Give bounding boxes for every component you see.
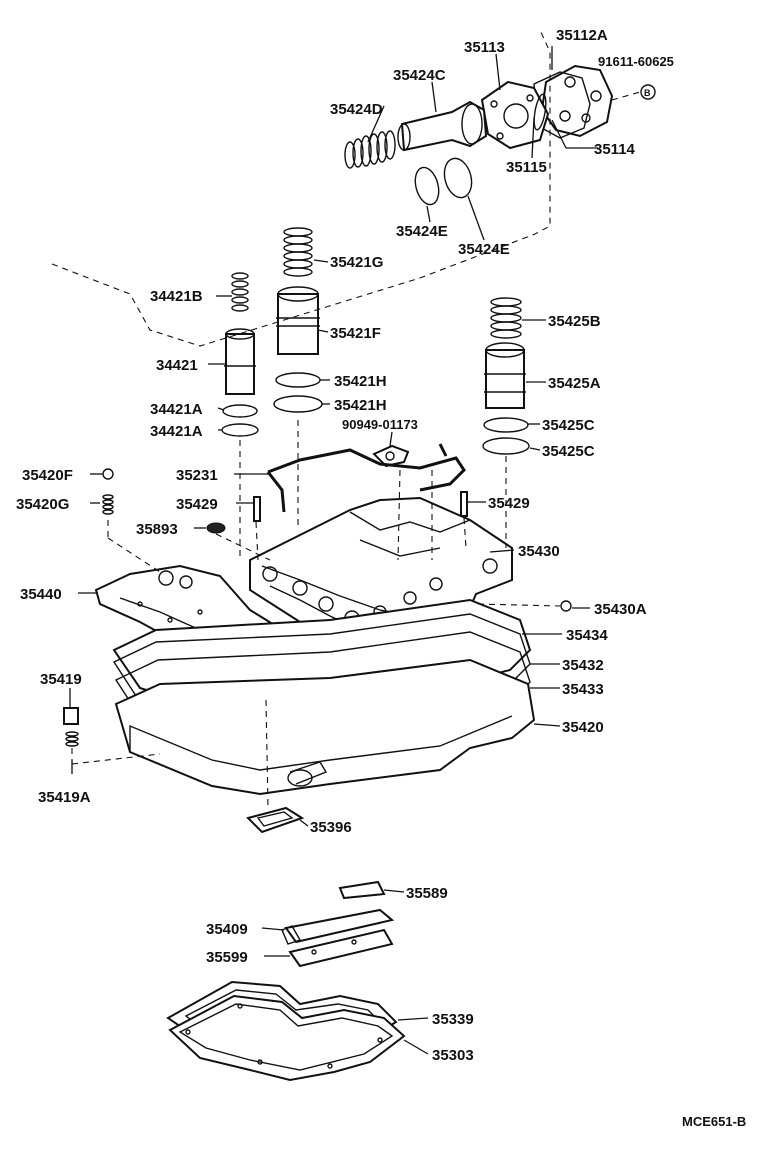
o-ring-35424E-b xyxy=(443,157,473,199)
bolt-91611-60625 xyxy=(640,84,656,100)
plates-and-gaskets xyxy=(112,598,536,796)
part-35589 xyxy=(338,880,386,900)
callout-35421G: 35421G xyxy=(330,254,383,271)
reference-line xyxy=(51,29,551,347)
callout-35396: 35396 xyxy=(310,819,352,836)
callout-35429-a: 35429 xyxy=(176,496,218,513)
piston-35425A xyxy=(485,349,525,409)
o-ring-35425C-b xyxy=(482,437,530,455)
spring-35425B xyxy=(490,297,522,339)
piston-35421F xyxy=(277,293,319,355)
callout-35440: 35440 xyxy=(20,586,62,603)
valve-body-35420 xyxy=(114,658,536,796)
piston-34421 xyxy=(225,333,255,395)
callout-35420G: 35420G xyxy=(16,496,69,513)
tube-35231 xyxy=(267,448,466,492)
o-ring-35421H-b xyxy=(273,395,323,413)
part-35599 xyxy=(288,928,394,968)
spring-34421B xyxy=(231,272,249,312)
spring-35419A xyxy=(65,731,79,747)
gasket-35396 xyxy=(246,806,305,834)
callout-35434: 35434 xyxy=(566,627,608,644)
callout-34421A-b: 34421A xyxy=(150,423,203,440)
callout-35421H-a: 35421H xyxy=(334,373,387,390)
callout-35114: 35114 xyxy=(594,141,636,158)
callout-35430A: 35430A xyxy=(594,601,647,618)
callout-35303: 35303 xyxy=(432,1047,474,1064)
callout-35424E-a: 35424E xyxy=(396,223,448,240)
callout-91611-60625: 91611-60625 xyxy=(598,54,674,69)
o-ring-35115 xyxy=(533,93,547,131)
pin-35429-right xyxy=(460,491,468,517)
callout-35430: 35430 xyxy=(518,543,560,560)
callout-35409: 35409 xyxy=(206,921,248,938)
part-35409 xyxy=(284,908,395,944)
callout-labels: 35112A 35113 91611-60625 35424C 35424D 3… xyxy=(16,27,746,1129)
part-35419 xyxy=(63,707,79,725)
callout-35424C: 35424C xyxy=(393,67,446,84)
callout-35424E-b: 35424E xyxy=(458,241,510,258)
check-ball-35420F xyxy=(102,468,114,480)
callout-35421F: 35421F xyxy=(330,325,381,342)
callout-34421B: 34421B xyxy=(150,288,203,305)
small-parts xyxy=(63,443,572,834)
o-ring-34421A-a xyxy=(222,404,258,418)
callout-35420: 35420 xyxy=(562,719,604,736)
callout-35421H-b: 35421H xyxy=(334,397,387,414)
callout-35419A: 35419A xyxy=(38,789,91,806)
callout-35419: 35419 xyxy=(40,671,82,688)
spring-35421G xyxy=(283,227,313,277)
washer-35893 xyxy=(206,522,226,534)
callout-35115: 35115 xyxy=(506,159,547,176)
accumulator-cover-group: B xyxy=(344,64,656,206)
o-ring-35425C-a xyxy=(483,417,529,433)
accumulator-piston-35424C xyxy=(400,100,488,152)
assembly-dashed-lines xyxy=(71,420,561,809)
o-ring-34421A-b xyxy=(221,423,259,437)
callout-35433: 35433 xyxy=(562,681,604,698)
spring-35420G xyxy=(102,494,114,515)
callout-35339: 35339 xyxy=(432,1011,474,1028)
callout-35424D: 35424D xyxy=(330,101,383,118)
accumulator-plate-35113 xyxy=(480,80,550,150)
callout-35589: 35589 xyxy=(406,885,448,902)
accumulator-stacks xyxy=(221,227,530,455)
leader-lines xyxy=(69,46,598,1055)
callout-35432: 35432 xyxy=(562,657,604,674)
callout-35429-b: 35429 xyxy=(488,495,530,512)
callout-34421A-a: 34421A xyxy=(150,401,203,418)
spring-35424D xyxy=(344,130,396,169)
check-ball-35430A xyxy=(560,600,572,612)
drawing-code: MCE651-B xyxy=(682,1114,746,1129)
callout-35112A: 35112A xyxy=(556,27,608,44)
callout-35425C-b: 35425C xyxy=(542,443,595,460)
pin-35429-left xyxy=(253,496,261,522)
callout-35113: 35113 xyxy=(464,39,505,56)
svg-text:B: B xyxy=(644,88,651,98)
callout-35893: 35893 xyxy=(136,521,178,538)
callout-35425A: 35425A xyxy=(548,375,601,392)
callout-34421: 34421 xyxy=(156,357,198,374)
strainer-and-pan xyxy=(166,880,406,1082)
callout-90949-01173: 90949-01173 xyxy=(342,417,418,432)
callout-35599: 35599 xyxy=(206,949,248,966)
callout-35425C-a: 35425C xyxy=(542,417,595,434)
o-ring-35421H-a xyxy=(275,372,321,388)
o-ring-35424E-a xyxy=(414,166,440,206)
callout-35425B: 35425B xyxy=(548,313,601,330)
callout-35420F: 35420F xyxy=(22,467,73,484)
callout-35231: 35231 xyxy=(176,467,218,484)
